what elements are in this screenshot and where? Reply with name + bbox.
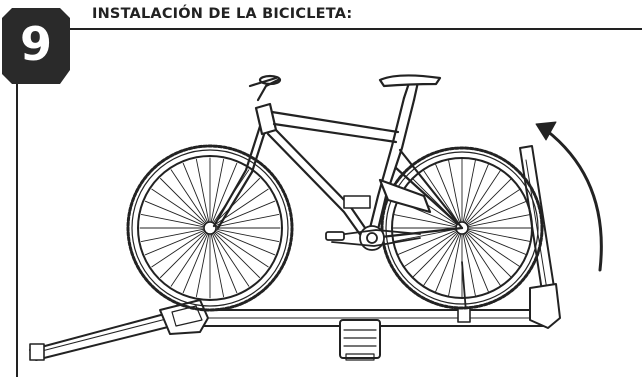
left-border — [16, 84, 18, 377]
front-wheel — [126, 144, 294, 312]
bike-frame — [212, 96, 464, 242]
handlebar — [248, 74, 282, 102]
step-number: 9 — [19, 17, 52, 71]
curved-arrow-up-left-icon — [535, 121, 603, 272]
rear-wheel — [380, 146, 544, 310]
header-rule — [70, 28, 642, 30]
step-badge — [2, 8, 70, 84]
saddle — [378, 74, 442, 102]
rack-ramp — [29, 299, 209, 361]
step-title: INSTALACIÓN DE LA BICICLETA: — [92, 6, 353, 22]
crankset — [325, 225, 421, 251]
hitch-mount — [339, 319, 381, 361]
